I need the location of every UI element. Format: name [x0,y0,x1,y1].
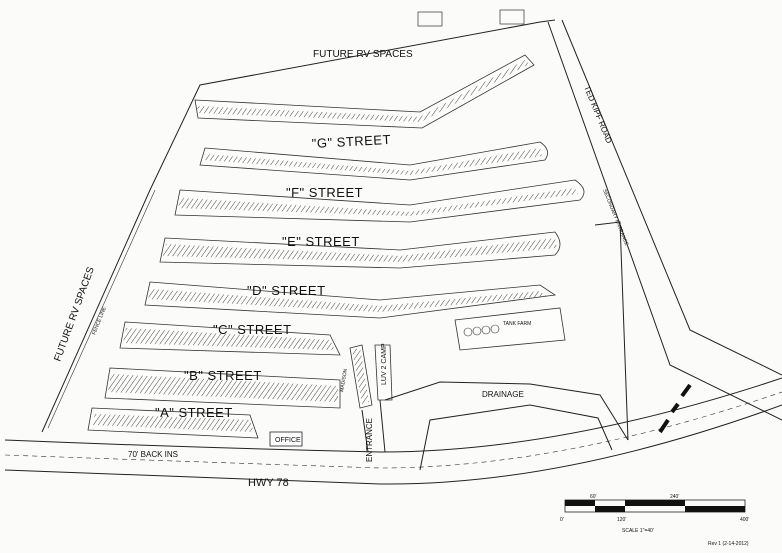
scale-tick-400: 400' [740,517,749,523]
madison-strip-hatch [352,348,369,404]
scale-tick-0: 0' [560,517,564,523]
tank-1 [463,327,473,337]
drainage-label: DRAINAGE [482,390,524,399]
hwy-78-label: HWY 78 [248,477,289,489]
property-boundary [41,19,556,433]
fence-line-label: FENCE LINE [91,306,108,336]
entrance-label: ENTRANCE [365,418,374,462]
rv-row-g-south [199,141,548,181]
road-marks [658,383,692,434]
office-label: OFFICE [275,437,301,444]
future-rv-spaces-left: FUTURE RV SPACES [52,265,97,363]
hwy-78-south-edge [4,404,782,485]
tank-4 [490,324,500,334]
rv-row-b-hatch [108,374,338,402]
scale-tick-120: 120' [617,517,626,523]
revision-label: Rev 1 (2-14-2012) [708,541,749,547]
ted-kipf-road-label: TED KIPF ROAD [582,84,613,144]
future-rv-spaces-top: FUTURE RV SPACES [313,49,413,60]
tank-3 [481,325,491,335]
entrance-road [361,399,386,453]
scale-tick-240: 240' [670,494,679,500]
street-label-c: "C" STREET [213,322,292,337]
tank-farm-label: TANK FARM [503,321,531,327]
secondary-entrance-drive [594,221,629,441]
rv-row-a-hatch [92,414,254,432]
rv-row-e-hatch [163,238,557,262]
rv-row-g-north [194,54,535,129]
fence-line [47,189,156,429]
street-label-d: "D" STREET [247,283,326,298]
back-ins-label: 70' BACK INS [128,450,178,459]
scale-caption: SCALE 1"=40' [622,528,654,534]
rv-row-d [144,281,557,319]
rv-row-f-hatch [178,188,578,216]
luv2camp-label: LUV 2 CAMP [381,343,388,385]
rv-row-g-south-hatch [203,148,542,175]
ted-kipf-road-edge [561,19,782,376]
top-building-2 [499,9,525,25]
rv-row-d-hatch [148,289,546,312]
scale-tick-60: 60' [590,494,597,500]
drainage-area-inner [419,404,613,471]
rv-row-c-hatch [123,328,335,350]
tank-farm-area [454,307,566,351]
top-building-1 [417,11,443,27]
luv2camp-strip [374,344,393,401]
street-label-a: "A" STREET [155,405,233,420]
street-label-g: "G" STREET [311,132,391,151]
street-label-b: "B" STREET [184,368,262,383]
rv-row-g-north-hatch [197,60,529,122]
scale-bar [564,499,746,513]
rv-row-e [159,231,561,269]
office-box [269,431,303,447]
madison-label: MADISON [339,368,349,392]
hwy-78-north-edge [4,377,782,453]
street-label-e: "E" STREET [282,234,360,249]
tank-2 [472,326,482,336]
drainage-area-outer [384,381,629,441]
ted-kipf-road [547,21,782,421]
secondary-entrance-label: SECONDARY ENTRANCE [601,189,629,248]
rv-row-f [174,179,585,223]
street-label-f: "F" STREET [286,185,363,200]
